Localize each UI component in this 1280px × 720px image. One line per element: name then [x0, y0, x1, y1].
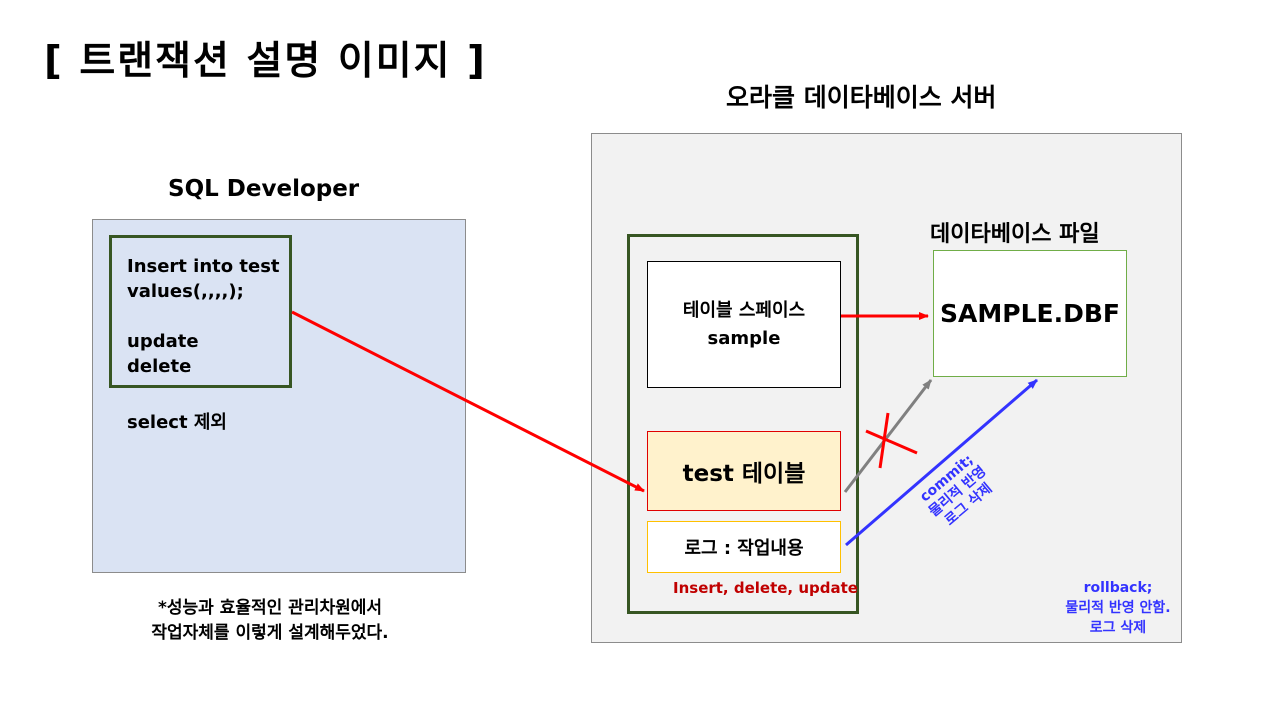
- footnote-line: *성능과 효율적인 관리차원에서: [157, 598, 383, 618]
- test-table-to-dbf-arrow: [843, 379, 933, 493]
- rollback-note-line: 물리적 반영 안함.: [1065, 600, 1171, 616]
- operations-label: Insert, delete, update: [673, 579, 858, 597]
- database-instance-box: [627, 234, 859, 614]
- blocked-cross-icon: [865, 412, 918, 469]
- log-box: 로그 : 작업내용: [647, 521, 841, 573]
- tablespace-name: sample: [707, 327, 781, 349]
- rollback-note: rollback; 물리적 반영 안함. 로그 삭제: [1018, 578, 1218, 638]
- sql-line: Insert into test: [127, 256, 280, 277]
- sql-developer-panel: [92, 219, 466, 573]
- sql-developer-title: SQL Developer: [168, 176, 360, 202]
- test-table-box: test 테이블: [647, 431, 841, 511]
- sql-to-test-table-arrow: [291, 310, 645, 493]
- dbf-file-box: SAMPLE.DBF: [933, 250, 1127, 377]
- tablespace-label: 테이블 스페이스: [682, 299, 806, 321]
- sql-statement-box: [109, 235, 292, 388]
- sql-line: values(,,,,);: [127, 281, 244, 302]
- database-file-title: 데이타베이스 파일: [930, 222, 1100, 247]
- sql-line: update: [127, 331, 199, 352]
- sql-line: delete: [127, 356, 192, 377]
- log-to-dbf-commit-arrow: [845, 378, 1038, 547]
- rollback-note-line: 로그 삭제: [1089, 620, 1147, 636]
- server-title: 오라클 데이타베이스 서버: [726, 83, 997, 112]
- footnote-line: 작업자체를 이렇게 설계해두었다.: [151, 623, 389, 643]
- page-title: [ 트랜잭션 설명 이미지 ]: [44, 39, 487, 84]
- rollback-note-line: rollback;: [1083, 580, 1153, 596]
- tablespace-box: 테이블 스페이스 sample: [647, 261, 841, 388]
- sql-statements: Insert into test values(,,,,); update de…: [127, 254, 280, 379]
- footnote: *성능과 효율적인 관리차원에서 작업자체를 이렇게 설계해두었다.: [110, 596, 430, 646]
- select-exclusion-note: select 제외: [127, 412, 227, 433]
